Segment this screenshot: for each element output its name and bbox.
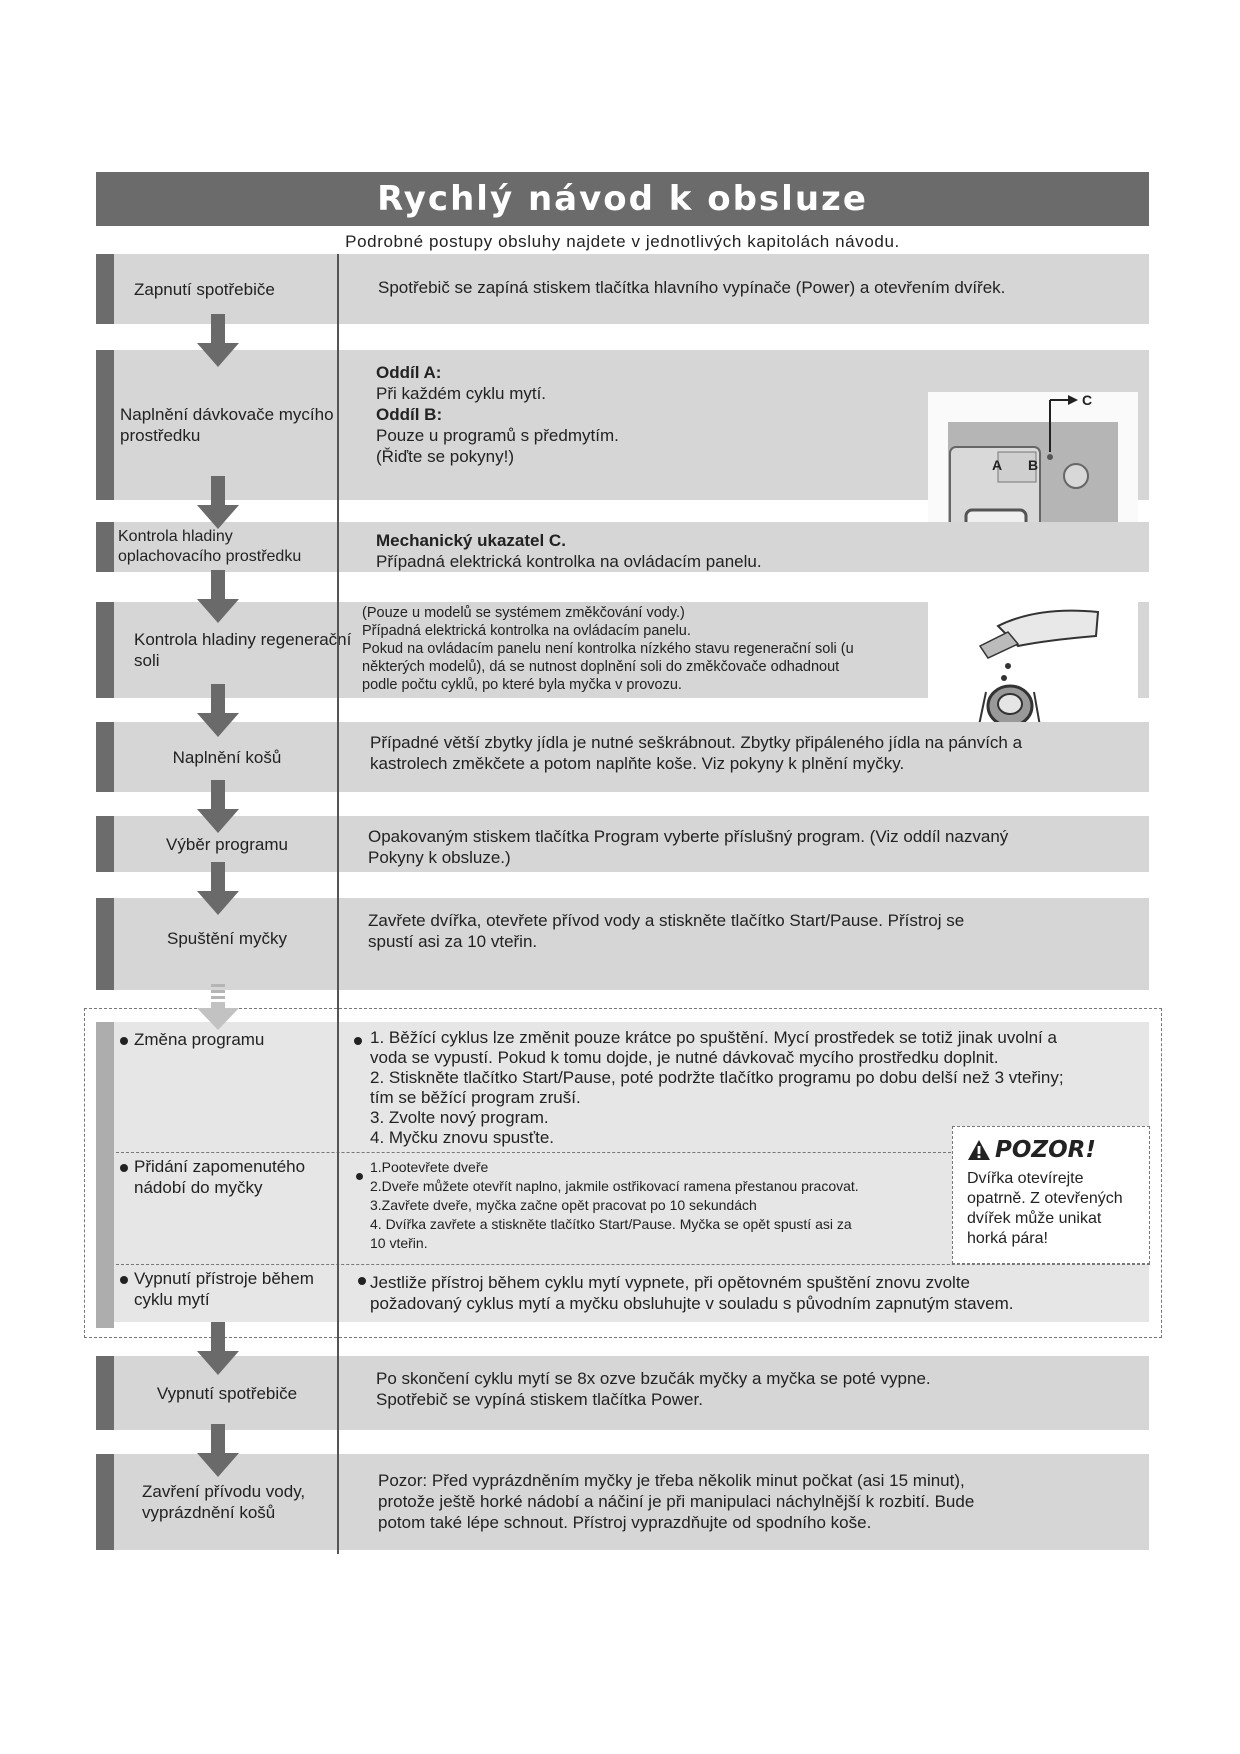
row-marker [96,816,114,872]
warning-title-text: POZOR! [995,1137,1096,1163]
row-marker [96,350,114,500]
bullet-icon [120,1037,128,1045]
bullet-icon [120,1276,128,1284]
divider [116,1264,1150,1265]
add-dish-line: 4. Dvířka zavřete a stiskněte tlačítko S… [370,1215,859,1234]
salt-line: (Pouze u modelů se systémem změkčování v… [362,604,854,622]
row-marker [96,898,114,990]
load-line: kastrolech změkčete a potom naplňte koše… [370,753,1022,774]
bullet-icon [354,1032,368,1050]
down-arrow-icon [197,684,239,738]
detergent-note: (Řiďte se pokyny!) [376,446,619,467]
warning-line: horká pára! [967,1229,1135,1249]
program-line: Pokyny k obsluze.) [368,847,1008,868]
row-marker [96,602,114,698]
warning-icon [967,1139,991,1161]
rinse-aid-text: Případná elektrická kontrolka na ovládac… [376,551,762,572]
close-line: potom také lépe schnout. Přístroj vypraz… [378,1512,974,1533]
down-arrow-icon [197,1424,239,1478]
start-line: Zavřete dvířka, otevřete přívod vody a s… [368,910,964,931]
label-a: A [992,457,1002,473]
step-text-switch-off-cycle: Jestliže přístroj během cyklu mytí vypne… [370,1272,1013,1314]
switch-off-line: Jestliže přístroj během cyklu mytí vypne… [370,1272,1013,1293]
add-dish-label-1: Přidání zapomenutého [134,1157,305,1176]
change-line: 1. Běžící cyklus lze změnit pouze krátce… [370,1028,1064,1048]
bullet-icon [356,1168,369,1186]
step-label-add-dish: Přidání zapomenutého nádobí do myčky [120,1156,305,1198]
salt-line: Pokud na ovládacím panelu není kontrolka… [362,640,854,658]
add-dish-line: 10 vteřin. [370,1234,859,1253]
warning-line: opatrně. Z otevřených [967,1189,1135,1209]
step-text-close: Pozor: Před vyprázdněním myčky je třeba … [378,1470,974,1533]
salt-line: Případná elektrická kontrolka na ovládac… [362,622,854,640]
step-label-switch-off-cycle: Vypnutí přístroje během cyklu mytí [120,1268,314,1310]
step-text-detergent: Oddíl A: Při každém cyklu mytí. Oddíl B:… [376,362,619,467]
column-divider [337,254,339,1554]
step-label-change: Změna programu [120,1030,264,1050]
down-arrow-icon [197,570,239,624]
add-dish-label-2: nádobí do myčky [120,1177,305,1198]
start-line: spustí asi za 10 vteřin. [368,931,964,952]
step-text-add-dish: 1.Pootevřete dveře 2.Dveře můžete otevří… [370,1158,859,1253]
salt-line: některých modelů), dá se nutnost doplněn… [362,658,854,676]
page-subtitle: Podrobné postupy obsluhy najdete v jedno… [96,232,1149,252]
switch-off-line: požadovaný cyklus mytí a myčku obsluhujt… [370,1293,1013,1314]
load-line: Případné větší zbytky jídla je nutné seš… [370,732,1022,753]
close-line: protože ještě horké nádobí a náčiní je p… [378,1491,974,1512]
divider [116,1152,956,1153]
close-label-1: Zavření přívodu vody, [142,1481,305,1502]
change-line: tím se běžící program zruší. [370,1088,1064,1108]
detergent-b-text: Pouze u programů s předmytím. [376,425,619,446]
step-label-salt: Kontrola hladiny regenerační soli [134,602,356,698]
warning-box: POZOR! Dvířka otevírejte opatrně. Z otev… [952,1126,1150,1264]
add-dish-line: 1.Pootevřete dveře [370,1158,859,1177]
row-marker [96,1454,114,1550]
label-c: C [1082,392,1092,408]
down-arrow-icon [197,862,239,916]
switch-off-label-1: Vypnutí přístroje během [134,1269,314,1288]
step-text-rinse-aid: Mechanický ukazatel C. Případná elektric… [376,530,762,572]
add-dish-line: 3.Zavřete dveře, myčka začne opět pracov… [370,1196,859,1215]
rinse-aid-title: Mechanický ukazatel C. [376,530,762,551]
program-line: Opakovaným stiskem tlačítka Program vybe… [368,826,1008,847]
power-off-line: Po skončení cyklu mytí se 8x ozve bzučák… [376,1368,931,1389]
add-dish-line: 2.Dveře můžete otevřít naplno, jakmile o… [370,1177,859,1196]
change-line: 3. Zvolte nový program. [370,1108,1064,1128]
row-marker [96,1356,114,1430]
down-arrow-icon [197,314,239,368]
step-text-program: Opakovaným stiskem tlačítka Program vybe… [368,826,1008,868]
salt-line: podle počtu cyklů, po které byla myčka v… [362,676,854,694]
change-line: 2. Stiskněte tlačítko Start/Pause, poté … [370,1068,1064,1088]
warning-text: Dvířka otevírejte opatrně. Z otevřených … [967,1169,1135,1249]
bullet-icon [120,1164,128,1172]
step-text-start: Zavřete dvířka, otevřete přívod vody a s… [368,910,964,952]
step-text-salt: (Pouze u modelů se systémem změkčování v… [362,604,854,694]
down-arrow-icon [197,1322,239,1376]
warning-title: POZOR! [967,1137,1135,1163]
row-marker [96,522,114,572]
down-arrow-icon [197,476,239,530]
change-line: voda se vypustí. Pokud k tomu dojde, je … [370,1048,1064,1068]
salt-illustration [928,596,1138,732]
detergent-a-text: Při každém cyklu mytí. [376,383,619,404]
row-marker [96,254,114,324]
page-title: Rychlý návod k obsluze [96,172,1149,226]
detergent-b-title: Oddíl B: [376,404,619,425]
label-b: B [1028,457,1038,473]
step-text-power-on: Spotřebič se zapíná stiskem tlačítka hla… [378,277,1005,298]
close-line: Pozor: Před vyprázdněním myčky je třeba … [378,1470,974,1491]
warning-line: dvířek může unikat [967,1209,1135,1229]
step-text-load: Případné větší zbytky jídla je nutné seš… [370,732,1022,774]
power-off-line: Spotřebič se vypíná stiskem tlačítka Pow… [376,1389,931,1410]
detergent-a-title: Oddíl A: [376,362,619,383]
step-label-close: Zavření přívodu vody, vyprázdnění košů [142,1454,364,1550]
step-label-power-on: Zapnutí spotřebiče [134,254,356,324]
row-marker [96,722,114,792]
faded-down-arrow-icon [197,984,239,1034]
switch-off-label-2: cyklu mytí [120,1289,314,1310]
warning-line: Dvířka otevírejte [967,1169,1135,1189]
close-label-2: vyprázdnění košů [142,1502,305,1523]
step-text-power-off: Po skončení cyklu mytí se 8x ozve bzučák… [376,1368,931,1410]
down-arrow-icon [197,780,239,834]
